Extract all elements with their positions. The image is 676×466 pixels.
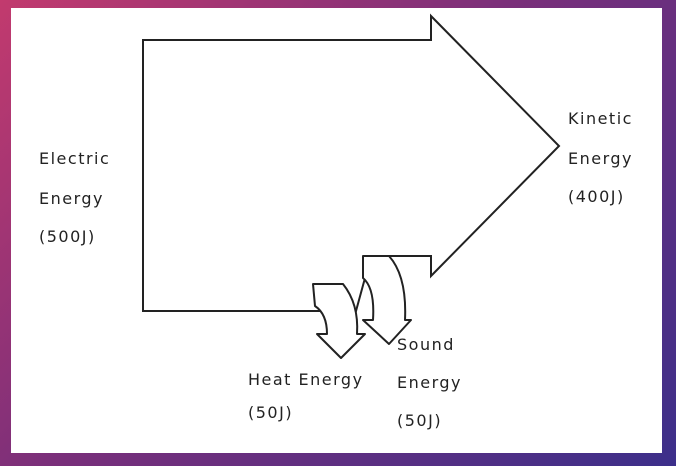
electric-label-line2: Energy [39,189,104,208]
electric-label-value: (500J) [39,227,96,246]
main-energy-arrow [142,13,561,312]
sound-label-line2: Energy [397,373,462,392]
kinetic-label-line2: Energy [568,149,633,168]
sound-label-line1: Sound [397,335,455,354]
diagram-canvas: Electric Energy (500J) Kinetic Energy (4… [11,8,662,453]
electric-label-line1: Electric [39,149,110,168]
sound-energy-arrow [362,255,412,345]
sankey-diagram: Electric Energy (500J) Kinetic Energy (4… [39,13,633,430]
kinetic-label-line1: Kinetic [568,109,633,128]
heat-energy-arrow [312,283,366,359]
kinetic-label-value: (400J) [568,187,625,206]
heat-label-value: (50J) [248,403,293,422]
sound-label-value: (50J) [397,411,442,430]
heat-label-line1: Heat Energy [248,370,364,389]
